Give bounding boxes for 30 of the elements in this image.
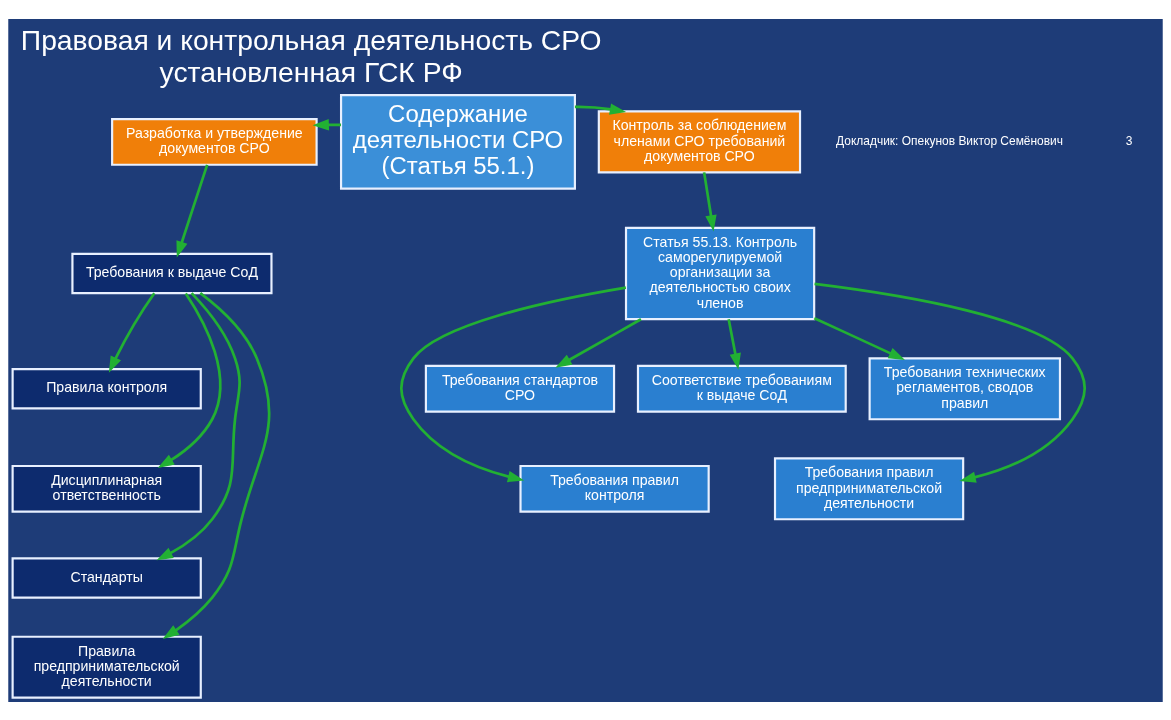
node-box: Требования правил контроля (519, 464, 710, 513)
arrow (727, 318, 741, 370)
arrow (400, 285, 627, 482)
arrow (176, 164, 209, 258)
label: Докладчик: Опекунов Виктор Семёнович (836, 133, 1064, 148)
node-box: Стандарты (11, 556, 202, 599)
arrow (162, 291, 271, 639)
node-box: Соответствие требованиям к выдаче СоД (636, 364, 847, 413)
node-box: Требования правил предпринимательской деятельности (773, 456, 965, 520)
arrow (108, 291, 156, 373)
arrow (555, 317, 642, 368)
arrow (157, 292, 222, 468)
arrow (156, 291, 241, 560)
node-box: Правила контроля (11, 367, 202, 409)
node-box: Требования технических регламентов, сводов правил (868, 356, 1062, 420)
node-box: Требования к выдаче СоД (71, 252, 273, 294)
node-box: Статья 55.13. Контроль саморегулируемой организации за деятельностью своих членов (624, 226, 816, 320)
arrow (813, 316, 905, 360)
node-box: Разработка и утверждение документов СРО (111, 117, 318, 166)
arrow (574, 103, 627, 115)
arrow (814, 282, 1086, 483)
label: 3 (1125, 133, 1133, 148)
node-box: Требования стандартов СРО (424, 364, 616, 413)
diagram-title: Правовая и контрольная деятельность СРО установленная ГСК РФ (20, 23, 602, 88)
node-box: Правила предпринимательской деятельности (11, 635, 202, 699)
arrow (312, 118, 341, 131)
node-box: Дисциплинарная ответственность (11, 464, 202, 513)
node-box: Содержание деятельности СРО (Статья 55.1.) (340, 93, 576, 190)
arrow (702, 171, 717, 231)
node-box: Контроль за соблюдением членами СРО требований документов СРО (597, 109, 802, 173)
